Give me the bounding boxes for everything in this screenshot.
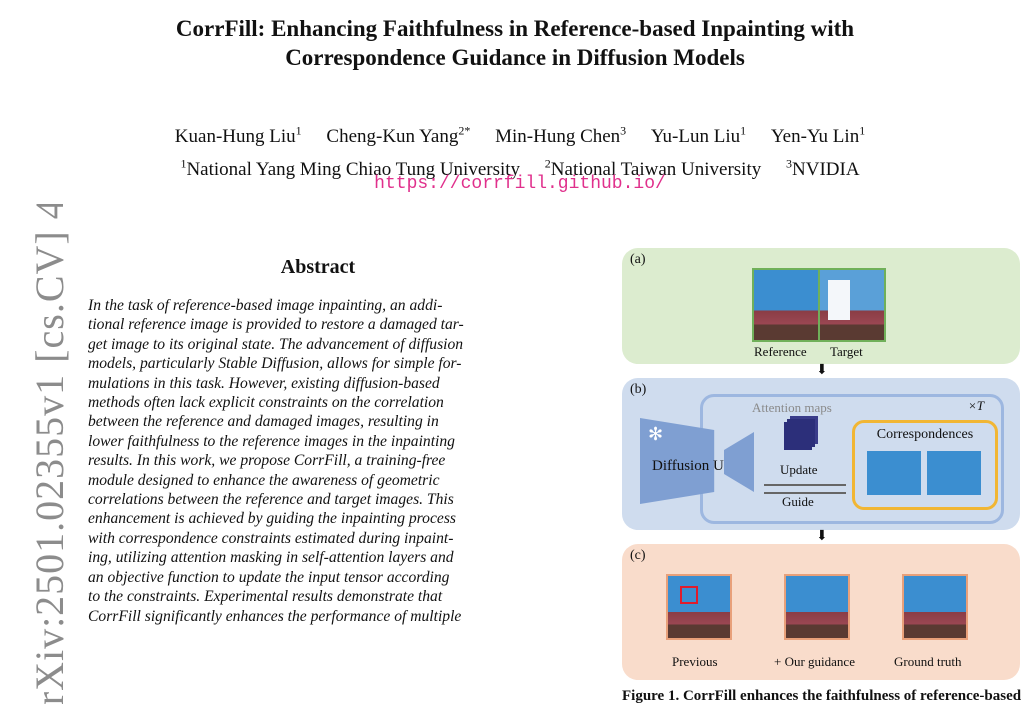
ground-truth-image (902, 574, 968, 640)
abstract-line: methods often lack explicit constraints … (88, 394, 444, 412)
attention-maps-stack (784, 422, 812, 450)
attention-maps-label: Attention maps (752, 400, 832, 415)
correspondences-label: Correspondences (876, 427, 974, 442)
panel-c-label: (c) (630, 548, 646, 563)
abstract-line: an objective function to update the inpu… (88, 568, 450, 586)
arxiv-stamp-text: arXiv:2501.02355v1 [cs.CV] 4 Jan 2025 (27, 204, 72, 704)
figure-caption: Figure 1. CorrFill enhances the faithful… (622, 688, 1022, 704)
room-photo (754, 270, 818, 340)
guide-label: Guide (782, 494, 814, 509)
panel-a-label: (a) (630, 252, 646, 267)
correspondence-image-right (927, 451, 981, 495)
abstract-line: correlations between the reference and t… (88, 491, 454, 509)
previous-result-image (666, 574, 732, 640)
abstract-body: In the task of reference-based image inp… (88, 296, 548, 626)
iterations-label: ×T (968, 398, 985, 413)
paper-title: CorrFill: Enhancing Faithfulness in Refe… (80, 14, 950, 72)
update-label: Update (780, 462, 818, 477)
panel-b-label: (b) (630, 382, 647, 397)
target-image (818, 268, 886, 342)
abstract-line: ing, utilizing attention masking in self… (88, 549, 454, 567)
abstract-line: results. In this work, we propose CorrFi… (88, 452, 446, 470)
abstract-line: models, particularly Stable Diffusion, a… (88, 355, 462, 373)
update-arrow (764, 484, 846, 486)
room-photo (786, 576, 848, 638)
our-guidance-caption: + Our guidance (774, 654, 855, 669)
author: Yen-Yu Lin1 (770, 124, 866, 148)
error-highlight-box (680, 586, 698, 604)
title-line-2: Correspondence Guidance in Diffusion Mod… (285, 45, 745, 70)
previous-caption: Previous (672, 654, 718, 669)
author: Min-Hung Chen3 (495, 124, 627, 148)
frozen-snowflake-icon: ✻ (648, 424, 664, 444)
arxiv-stamp: arXiv:2501.02355v1 [cs.CV] 4 Jan 2025 (22, 204, 74, 704)
masked-region (828, 280, 850, 320)
affiliation-list: 1National Yang Ming Chiao Tung Universit… (60, 150, 980, 182)
author-block: Kuan-Hung Liu1 Cheng-Kun Yang2* Min-Hung… (60, 118, 980, 183)
affiliation: 2National Taiwan University (544, 156, 762, 180)
title-line-1: CorrFill: Enhancing Faithfulness in Refe… (175, 16, 855, 41)
room-photo (904, 576, 966, 638)
project-url-link[interactable]: https://corrfill.github.io/ (374, 174, 666, 194)
reference-label: Reference (754, 344, 807, 359)
abstract-line: to the constraints. Experimental results… (88, 588, 443, 606)
abstract-line: get image to its original state. The adv… (88, 335, 464, 353)
target-label: Target (830, 344, 863, 359)
diffusion-label: Diffusion U (652, 458, 724, 474)
abstract-line: CorrFill significantly enhances the perf… (88, 607, 462, 625)
affiliation: 3NVIDIA (786, 156, 860, 180)
room-photo (820, 270, 884, 340)
author: Yu-Lun Liu1 (650, 124, 747, 148)
down-arrow-icon: ⬇ (816, 363, 828, 378)
abstract-heading: Abstract (280, 256, 356, 278)
correspondence-image-left (867, 451, 921, 495)
abstract-line: module designed to enhance the awareness… (88, 471, 440, 489)
reference-image (752, 268, 820, 342)
abstract-line: In the task of reference-based image inp… (88, 297, 443, 314)
author-list: Kuan-Hung Liu1 Cheng-Kun Yang2* Min-Hung… (60, 118, 980, 150)
guide-arrow (764, 492, 846, 494)
abstract-line: mulations in this task. However, existin… (88, 374, 440, 392)
author: Kuan-Hung Liu1 (174, 124, 302, 148)
diffusion-unet-shape (640, 418, 715, 504)
correspondences-box: Correspondences (852, 420, 998, 510)
affiliation: 1National Yang Ming Chiao Tung Universit… (180, 156, 521, 180)
abstract-line: with correspondence constraints estimate… (88, 529, 454, 547)
abstract-line: lower faithfulness to the reference imag… (88, 432, 455, 450)
abstract-line: enhancement is achieved by guiding the i… (88, 510, 456, 528)
room-photo (668, 576, 730, 638)
abstract-line: tional reference image is provided to re… (88, 316, 464, 334)
ground-truth-caption: Ground truth (894, 654, 962, 669)
our-guidance-result-image (784, 574, 850, 640)
abstract-line: between the reference and damaged images… (88, 413, 439, 431)
author: Cheng-Kun Yang2* (326, 124, 471, 148)
down-arrow-icon: ⬇ (816, 529, 828, 544)
